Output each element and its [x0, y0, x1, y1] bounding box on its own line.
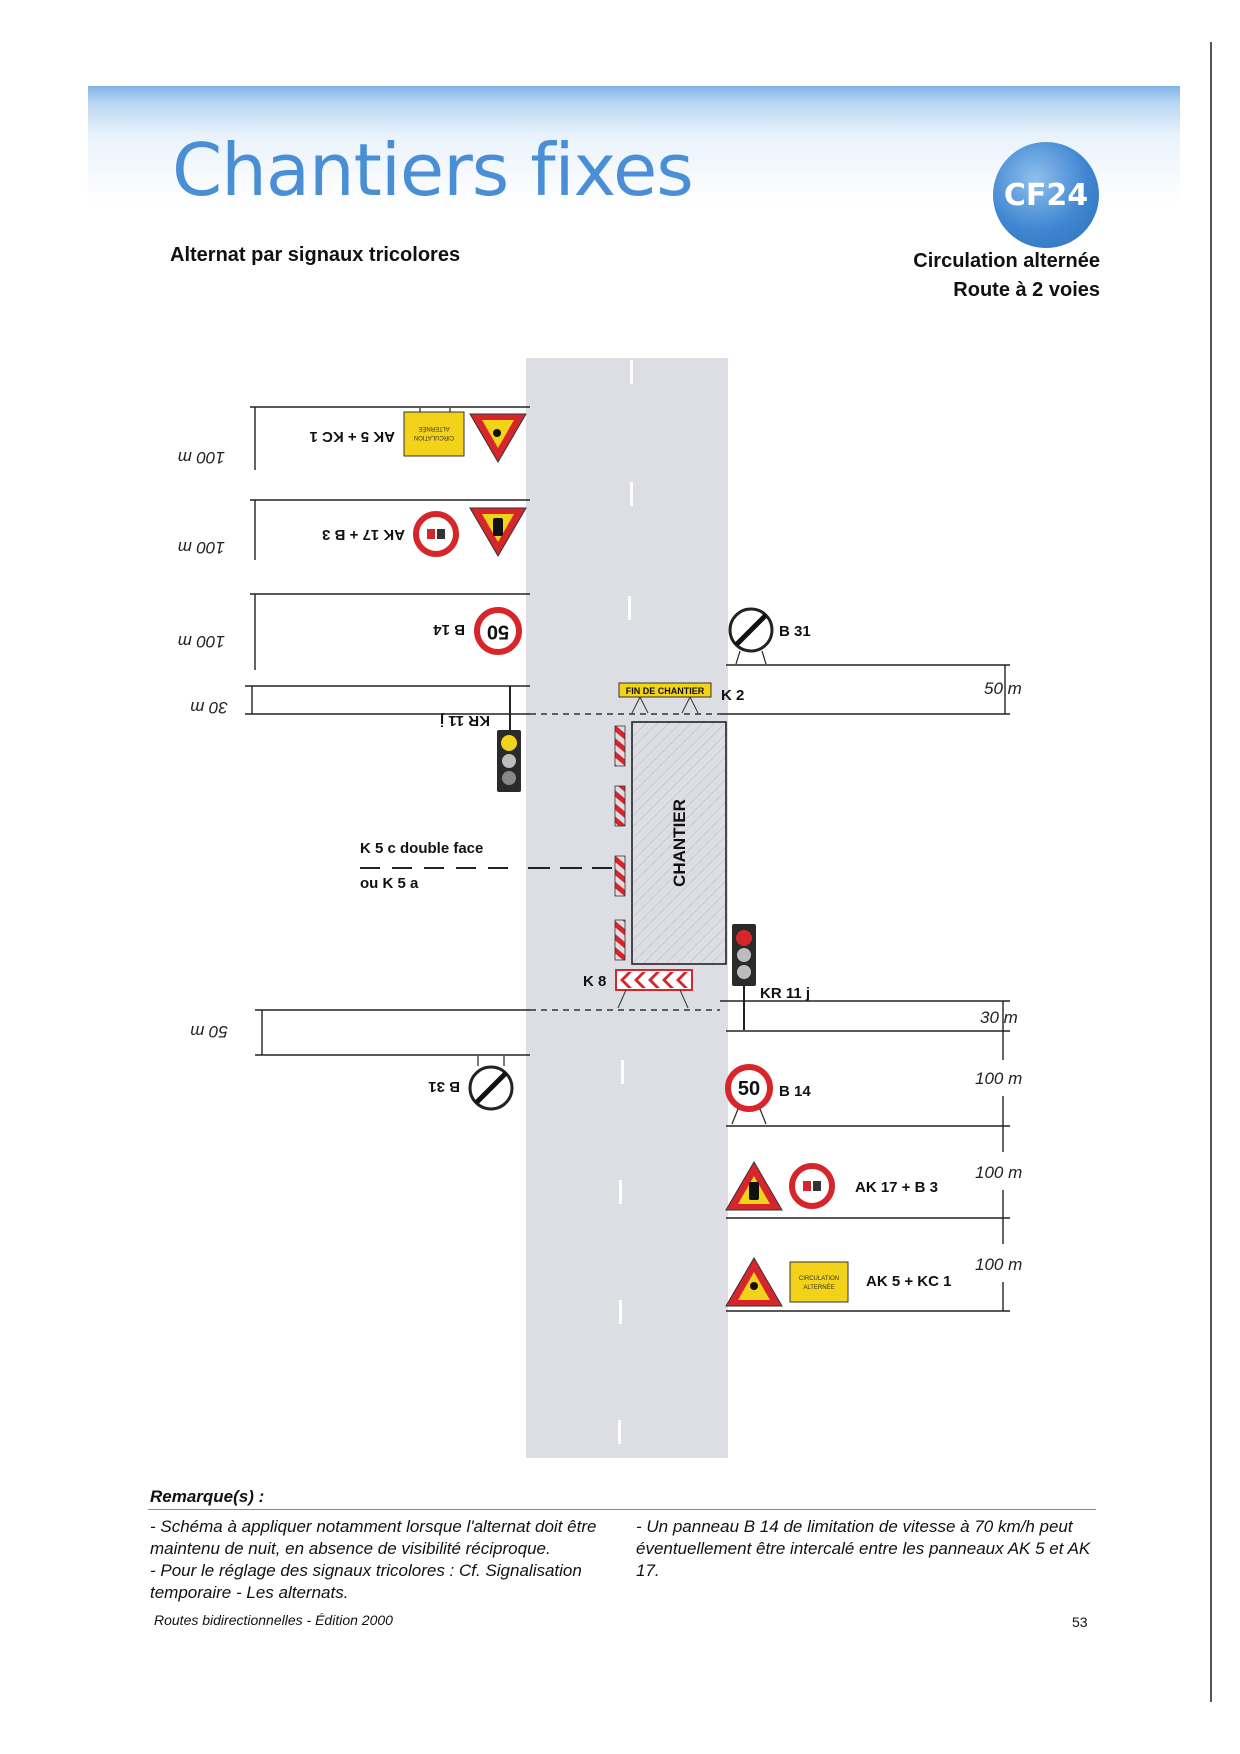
left-circ-line1: CIRCULATION: [414, 434, 454, 440]
subtitle-right-line1: Circulation alternée: [913, 250, 1100, 272]
left-sign-b31: B 31: [428, 1056, 514, 1111]
remark-right-1: - Un panneau B 14 de limitation de vites…: [636, 1517, 1091, 1580]
label-k5c: K 5 c double face: [360, 840, 483, 857]
left-label-ak5-kc1: AK 5 + KC 1: [310, 428, 395, 445]
left-distance-lines: [245, 406, 530, 1056]
right-circ-line1: CIRCULATION: [799, 1276, 839, 1282]
k5-barriers: [614, 725, 626, 961]
right-dist-100-c: 100 m: [975, 1255, 1022, 1274]
remarks-left: - Schéma à appliquer notamment lorsque l…: [150, 1516, 612, 1604]
left-sign-ak17-b3: AK 17 + B 3: [322, 507, 527, 557]
right-sign-ak17-b3: AK 17 + B 3: [725, 1161, 938, 1211]
left-sign-b14: 50 B 14: [433, 607, 522, 655]
road-center-markings: [618, 360, 633, 1444]
right-dist-100-a: 100 m: [975, 1069, 1022, 1088]
page-title: Chantiers fixes: [172, 128, 694, 212]
right-dist-50: 50 m: [984, 679, 1022, 698]
remarks-right: - Un panneau B 14 de limitation de vites…: [636, 1516, 1096, 1582]
left-label-b31: B 31: [428, 1078, 460, 1095]
right-sign-b14: 50 B 14: [725, 1064, 811, 1125]
footer-edition: Routes bidirectionnelles - Édition 2000: [154, 1612, 393, 1628]
subtitle-left: Alternat par signaux tricolores: [170, 244, 461, 266]
right-speed-value: 50: [738, 1078, 760, 1100]
stop-lines: [530, 713, 720, 1011]
right-traffic-light: KR 11 j: [732, 924, 810, 1030]
remarks-title: Remarque(s) :: [150, 1487, 265, 1506]
sign-k8: K 8: [583, 969, 693, 1009]
traffic-diagram: 100 m 100 m 100 m 30 m 50 m CIRCULATION …: [178, 358, 1022, 1458]
work-zone: [631, 721, 727, 965]
subtitle-right-line2: Route à 2 voies: [953, 279, 1100, 301]
section-badge: CF24: [993, 142, 1099, 248]
right-label-b31: B 31: [779, 623, 811, 640]
right-label-ak5-kc1: AK 5 + KC 1: [866, 1273, 951, 1290]
left-circ-line2: ALTERNÉE: [418, 425, 449, 432]
label-k8: K 8: [583, 973, 606, 990]
right-label-kr11j: KR 11 j: [760, 985, 810, 1002]
left-dist-100-a: 100 m: [178, 448, 225, 467]
sign-k2-fin-chantier: FIN DE CHANTIER K 2: [618, 682, 744, 714]
left-traffic-light: KR 11 j: [440, 686, 521, 792]
right-sign-ak5-kc1: CIRCULATION ALTERNÉE AK 5 + KC 1: [725, 1257, 951, 1307]
right-dist-30: 30 m: [980, 1008, 1018, 1027]
right-distance-lines: [720, 664, 1010, 1312]
right-circ-line2: ALTERNÉE: [803, 1284, 834, 1291]
left-label-ak17-b3: AK 17 + B 3: [322, 526, 405, 543]
k5-callout: K 5 c double face ou K 5 a: [360, 840, 612, 892]
page-edge-rule: [1210, 42, 1212, 1702]
left-speed-value: 50: [487, 621, 509, 643]
remark-left-2: - Pour le réglage des signaux tricolores…: [150, 1561, 582, 1602]
left-label-kr11j: KR 11 j: [440, 712, 490, 729]
work-zone-label: CHANTIER: [670, 799, 689, 887]
left-dist-30: 30 m: [190, 698, 228, 717]
right-label-ak17-b3: AK 17 + B 3: [855, 1179, 938, 1196]
subtitle-right: Circulation alternée Route à 2 voies: [913, 247, 1100, 305]
label-k2: K 2: [721, 687, 744, 704]
left-dist-100-b: 100 m: [178, 538, 225, 557]
fin-chantier-text: FIN DE CHANTIER: [626, 686, 705, 696]
left-label-b14: B 14: [433, 621, 465, 638]
remark-left-1: - Schéma à appliquer notamment lorsque l…: [150, 1517, 597, 1558]
left-dist-100-c: 100 m: [178, 632, 225, 651]
right-label-b14: B 14: [779, 1083, 811, 1100]
left-dist-50: 50 m: [190, 1022, 228, 1041]
right-dist-100-b: 100 m: [975, 1163, 1022, 1182]
page-number: 53: [1072, 1614, 1088, 1630]
left-sign-ak5-kc1: CIRCULATION ALTERNÉE AK 5 + KC 1: [310, 408, 527, 463]
label-k5a: ou K 5 a: [360, 875, 419, 892]
right-sign-b31: B 31: [728, 607, 811, 665]
remarks-divider: [148, 1509, 1096, 1510]
